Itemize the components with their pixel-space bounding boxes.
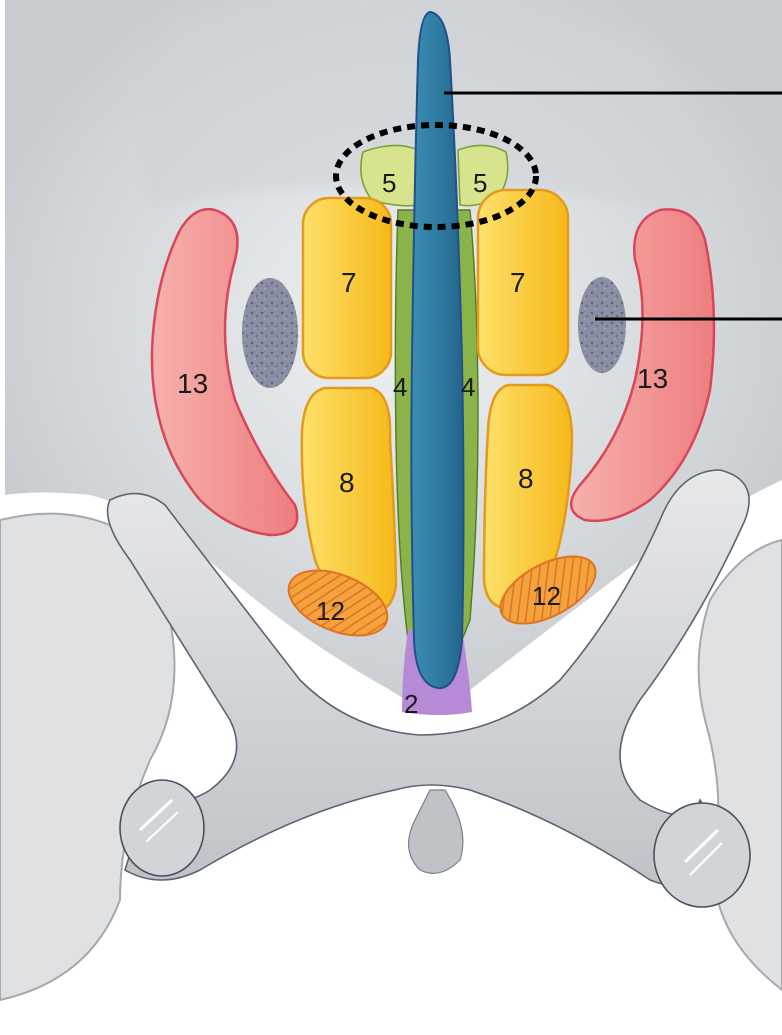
right-speckled-region	[578, 277, 626, 373]
label-left-4: 4	[393, 372, 407, 402]
label-right-12: 12	[532, 581, 561, 611]
left-speckled-region	[242, 278, 298, 388]
label-right-4: 4	[461, 372, 475, 402]
label-right-7: 7	[510, 267, 526, 298]
label-left-8: 8	[339, 467, 355, 498]
label-right-8: 8	[518, 463, 534, 494]
label-right-13: 13	[637, 363, 668, 394]
label-left-7: 7	[341, 267, 357, 298]
label-bottom-2: 2	[404, 689, 418, 719]
label-left-5: 5	[382, 168, 396, 198]
label-left-13: 13	[177, 368, 208, 399]
label-right-5: 5	[473, 168, 487, 198]
right-vessel-cut	[654, 803, 750, 907]
label-left-12: 12	[316, 596, 345, 626]
